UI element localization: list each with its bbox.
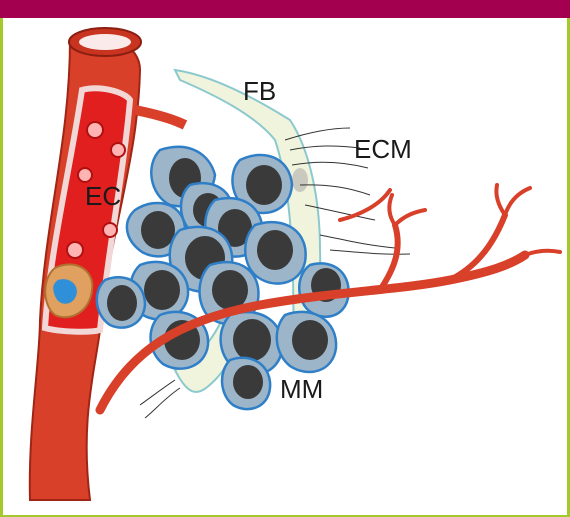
label-fb: FB (243, 76, 276, 106)
label-mm: MM (280, 374, 323, 404)
label-ec: EC (85, 181, 121, 211)
label-ecm: ECM (354, 134, 412, 164)
